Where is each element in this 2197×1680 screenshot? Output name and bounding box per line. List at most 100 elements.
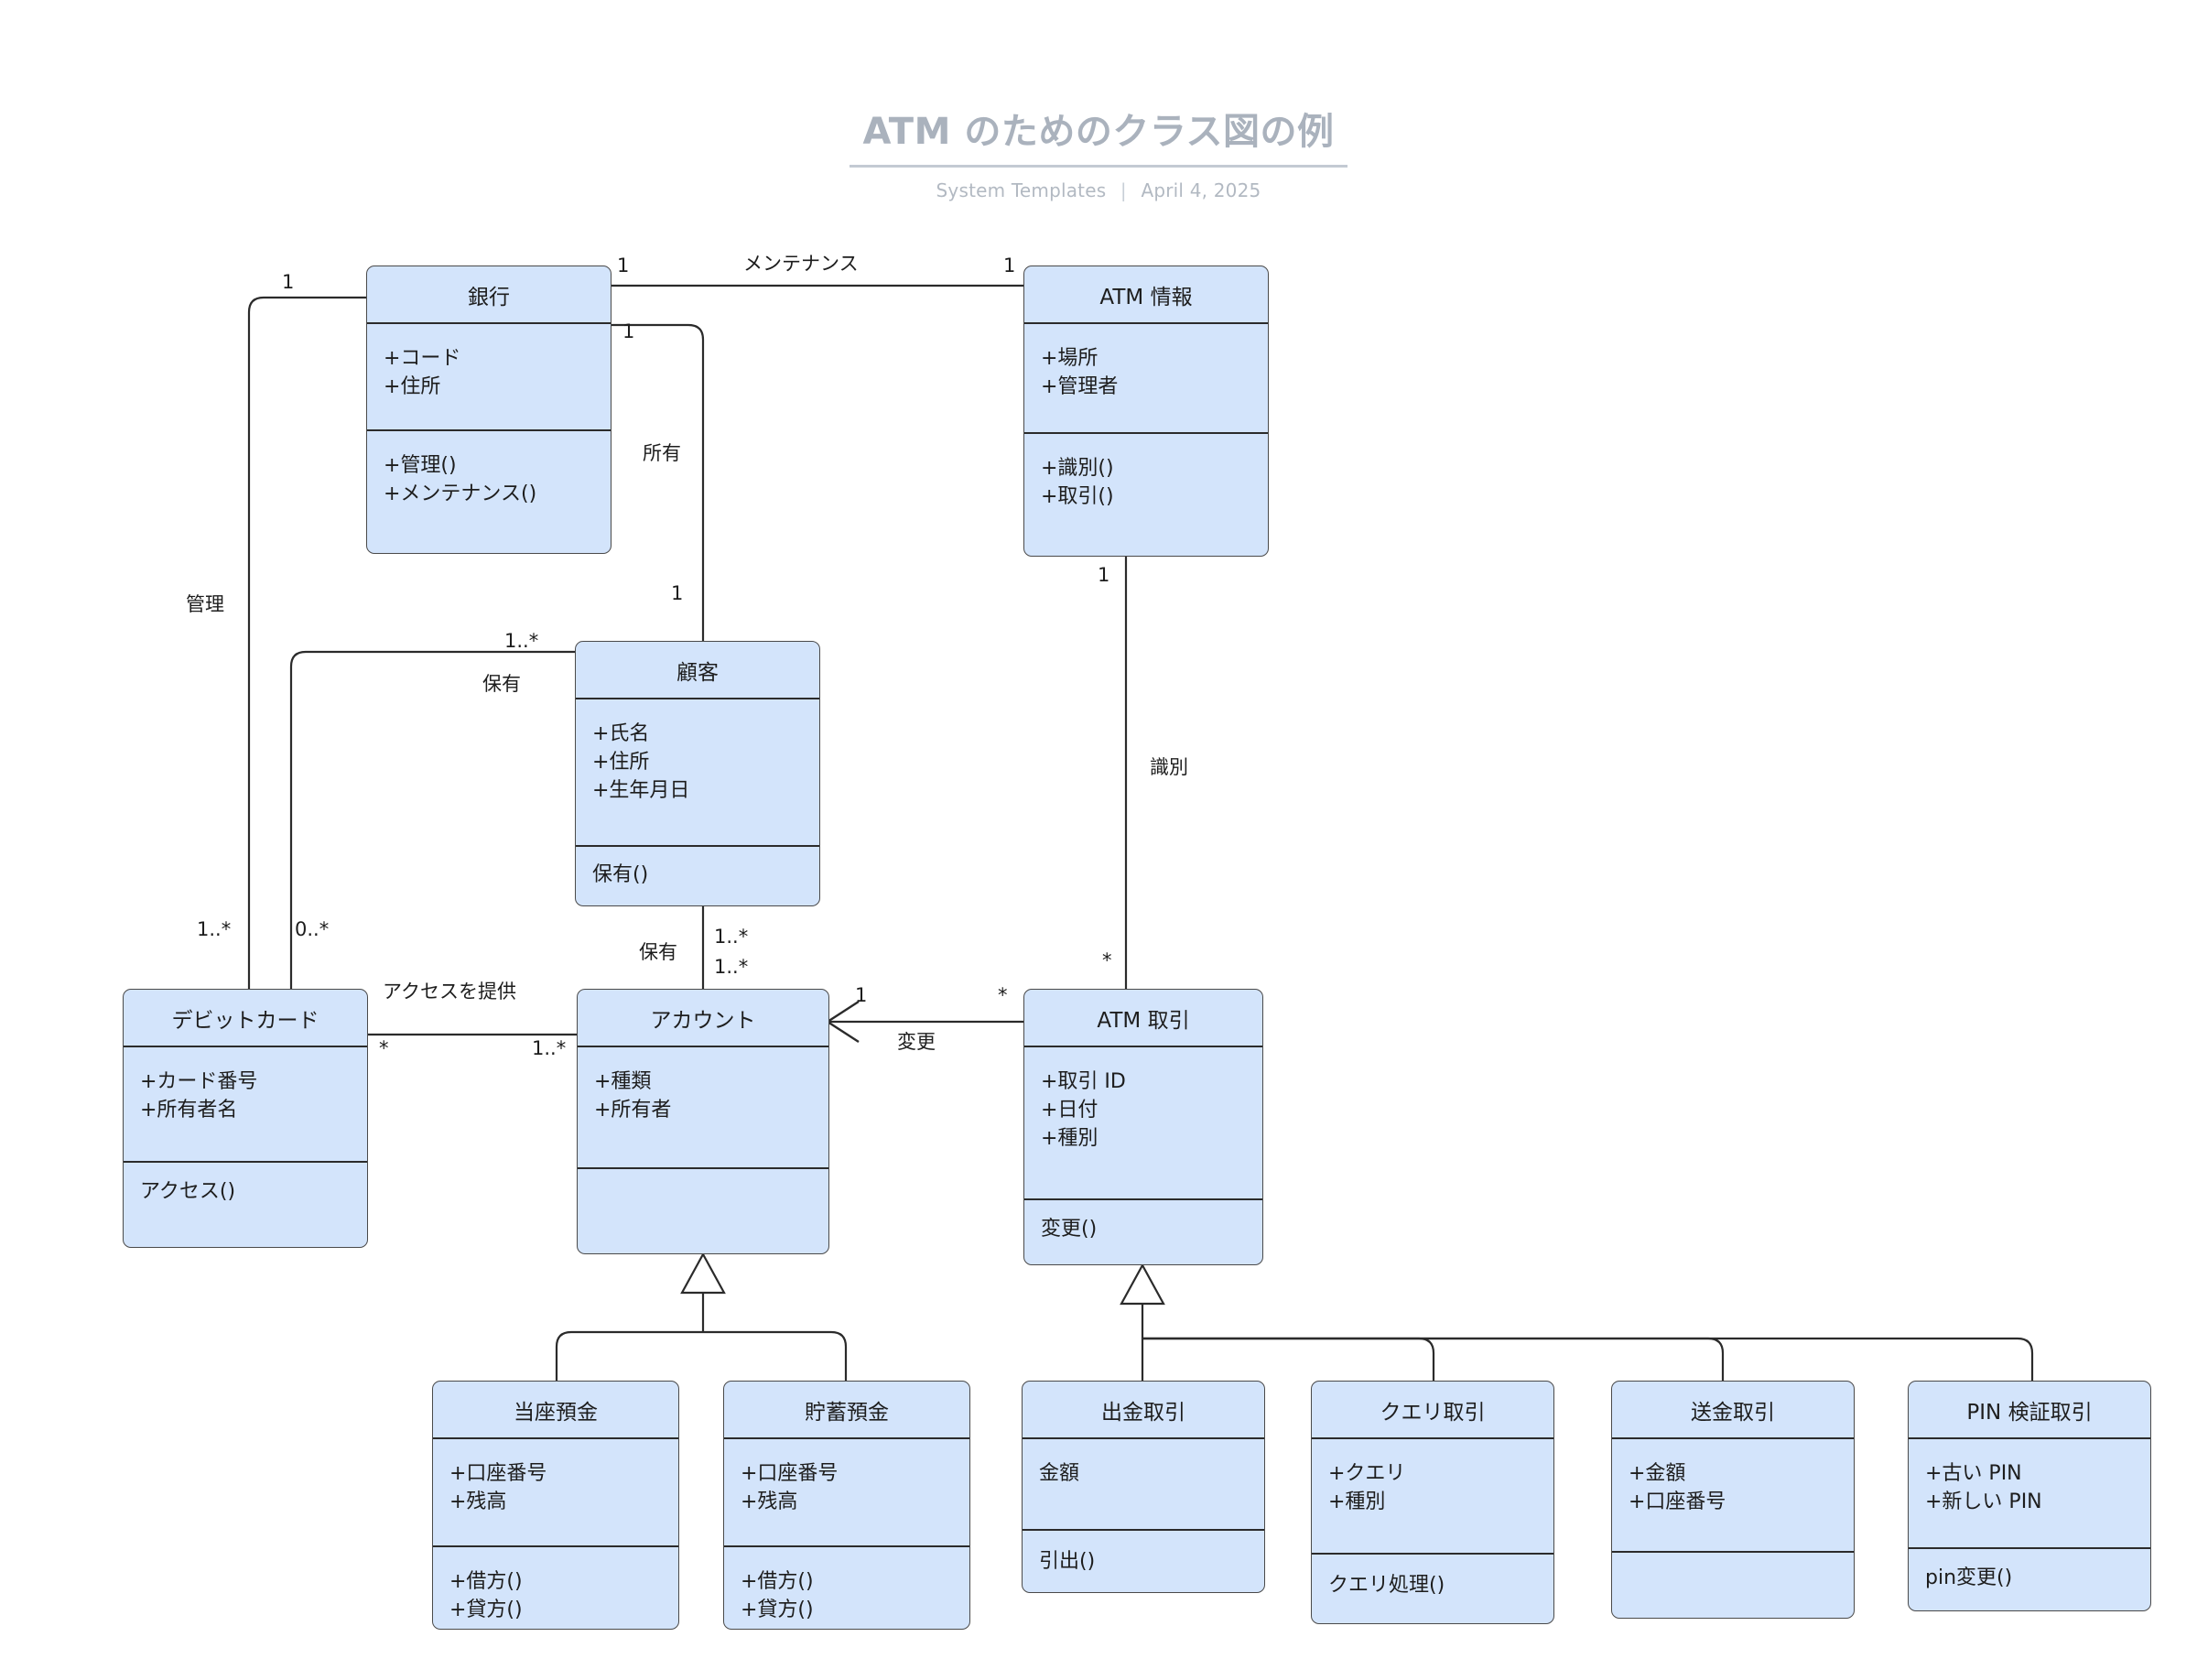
class-name-query: クエリ取引: [1312, 1382, 1553, 1439]
hold-account-label: 保有: [639, 941, 677, 963]
class-name-customer: 顧客: [576, 642, 819, 699]
class-methods-customer: 保有(): [576, 847, 819, 905]
subtitle-source: System Templates: [936, 179, 1107, 201]
attribute-row: +新しい PIN: [1925, 1490, 2042, 1514]
attribute-row: +種類: [594, 1070, 652, 1093]
hold-account-multiplicity-bottom: 1..*: [714, 956, 749, 978]
class-box-pin-validation[interactable]: PIN 検証取引 +古い PIN +新しい PIN pin変更(): [1908, 1381, 2151, 1611]
provides-access-dst-multiplicity: 1..*: [532, 1037, 567, 1059]
edge-account-to-checking: [555, 1330, 703, 1381]
edge-account-to-savings: [703, 1330, 848, 1381]
method-row: +管理(): [384, 454, 457, 477]
method-row: 変更(): [1041, 1218, 1098, 1241]
maintenance-label: メンテナンス: [743, 253, 859, 275]
class-methods-account: [578, 1169, 828, 1208]
method-row: +貸方(): [741, 1599, 814, 1622]
class-name-savings: 貯蓄預金: [724, 1382, 969, 1439]
class-box-customer[interactable]: 顧客 +氏名 +住所 +生年月日 保有(): [575, 641, 820, 906]
method-row: +識別(): [1041, 457, 1114, 480]
class-box-atm-transaction[interactable]: ATM 取引 +取引 ID +日付 +種別 変更(): [1023, 989, 1263, 1265]
class-attributes-withdrawal: 金額: [1023, 1439, 1264, 1531]
class-name-withdrawal: 出金取引: [1023, 1382, 1264, 1439]
attribute-row: +日付: [1041, 1099, 1098, 1122]
class-box-checking[interactable]: 当座預金 +口座番号 +残高 +借方() +貸方(): [432, 1381, 679, 1630]
class-name-transfer: 送金取引: [1612, 1382, 1854, 1439]
hold-card-multiplicity: 1..*: [504, 630, 539, 652]
method-row: +取引(): [1041, 485, 1114, 509]
class-methods-query: クエリ処理(): [1312, 1555, 1553, 1618]
identify-label: 識別: [1150, 756, 1188, 778]
class-box-query[interactable]: クエリ取引 +クエリ +種別 クエリ処理(): [1311, 1381, 1554, 1624]
attribute-row: +金額: [1629, 1462, 1686, 1485]
class-attributes-savings: +口座番号 +残高: [724, 1439, 969, 1547]
attribute-row: +残高: [449, 1490, 507, 1514]
modify-arrowhead: [825, 1000, 860, 1044]
class-attributes-query: +クエリ +種別: [1312, 1439, 1553, 1555]
attribute-row: +管理者: [1041, 375, 1119, 399]
attribute-row: +所有者名: [140, 1099, 238, 1122]
page-subtitle: System Templates | April 4, 2025: [0, 179, 2197, 201]
attribute-row: +種別: [1041, 1127, 1098, 1151]
own-label: 所有: [643, 442, 681, 464]
edge-hold-customer-card: [289, 650, 575, 989]
manage-top-multiplicity: 1: [282, 271, 295, 293]
card-multiplicity-1star: 1..*: [197, 918, 232, 940]
attribute-row: +住所: [384, 375, 441, 399]
modify-label: 変更: [897, 1031, 936, 1053]
provides-access-label: アクセスを提供: [383, 981, 516, 1003]
subtitle-separator: |: [1120, 179, 1127, 201]
edge-transaction-to-pin: [1142, 1337, 2034, 1381]
maintenance-src-multiplicity: 1: [617, 255, 630, 276]
card-multiplicity-0star: 0..*: [295, 918, 330, 940]
method-row: 引出(): [1039, 1550, 1096, 1573]
class-box-account[interactable]: アカウント +種類 +所有者: [577, 989, 829, 1254]
class-name-atm-info: ATM 情報: [1024, 266, 1268, 324]
account-inheritance-triangle: [680, 1252, 726, 1295]
attribute-row: +口座番号: [741, 1462, 839, 1485]
attribute-row: +カード番号: [140, 1070, 258, 1093]
class-attributes-customer: +氏名 +住所 +生年月日: [576, 699, 819, 847]
class-box-savings[interactable]: 貯蓄預金 +口座番号 +残高 +借方() +貸方(): [723, 1381, 970, 1630]
own-bottom-multiplicity: 1: [671, 582, 684, 604]
class-box-debit-card[interactable]: デビットカード +カード番号 +所有者名 アクセス(): [123, 989, 368, 1248]
class-attributes-account: +種類 +所有者: [578, 1047, 828, 1169]
class-attributes-checking: +口座番号 +残高: [433, 1439, 678, 1547]
identify-top-multiplicity: 1: [1098, 564, 1110, 586]
attribute-row: +所有者: [594, 1099, 672, 1122]
own-top-multiplicity: 1: [622, 320, 635, 342]
attribute-row: +取引 ID: [1041, 1070, 1126, 1093]
modify-src-multiplicity: *: [998, 984, 1008, 1006]
class-box-bank[interactable]: 銀行 +コード +住所 +管理() +メンテナンス(): [366, 266, 611, 554]
edge-own: [611, 323, 705, 641]
class-name-atm-transaction: ATM 取引: [1024, 990, 1262, 1047]
class-attributes-atm-info: +場所 +管理者: [1024, 324, 1268, 434]
method-row: +メンテナンス(): [384, 482, 537, 506]
attribute-row: +クエリ: [1328, 1462, 1406, 1485]
subtitle-date: April 4, 2025: [1141, 179, 1261, 201]
attribute-row: +口座番号: [1629, 1490, 1726, 1514]
class-methods-atm-info: +識別() +取引(): [1024, 434, 1268, 529]
attribute-row: +口座番号: [449, 1462, 547, 1485]
attribute-row: +生年月日: [592, 779, 690, 803]
method-row: pin変更(): [1925, 1566, 2013, 1589]
maintenance-dst-multiplicity: 1: [1003, 255, 1016, 276]
class-name-account: アカウント: [578, 990, 828, 1047]
class-box-withdrawal[interactable]: 出金取引 金額 引出(): [1022, 1381, 1265, 1593]
class-box-transfer[interactable]: 送金取引 +金額 +口座番号: [1611, 1381, 1855, 1619]
provides-access-src-multiplicity: *: [379, 1037, 389, 1059]
attribute-row: +住所: [592, 751, 650, 775]
class-methods-checking: +借方() +貸方(): [433, 1547, 678, 1629]
identify-bottom-multiplicity: *: [1102, 949, 1112, 971]
manage-label: 管理: [186, 593, 224, 615]
attribute-row: +氏名: [592, 722, 650, 745]
attribute-row: 金額: [1039, 1462, 1080, 1485]
attribute-row: +コード: [384, 347, 461, 370]
class-methods-atm-transaction: 変更(): [1024, 1200, 1262, 1262]
method-row: アクセス(): [140, 1180, 236, 1203]
hold-customer-card-label: 保有: [482, 673, 521, 695]
class-methods-debit-card: アクセス(): [124, 1163, 367, 1224]
class-box-atm-info[interactable]: ATM 情報 +場所 +管理者 +識別() +取引(): [1023, 266, 1269, 557]
diagram-header: ATM のためのクラス図の例 System Templates | April …: [0, 110, 2197, 201]
class-attributes-atm-transaction: +取引 ID +日付 +種別: [1024, 1047, 1262, 1200]
